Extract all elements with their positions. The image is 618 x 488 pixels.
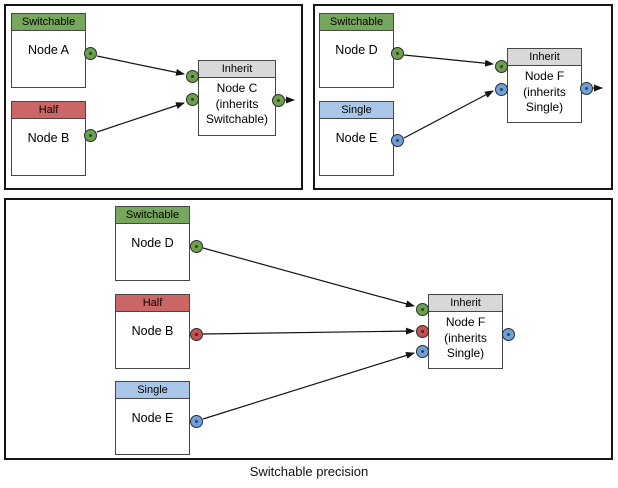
edge-node-d-to-node-f <box>403 54 494 67</box>
panel1-node-c-header: Inherit <box>199 61 275 78</box>
edge-bottom-node-d-to-node-f <box>202 247 415 308</box>
panel3-node-f-input-port-1[interactable] <box>415 302 429 316</box>
edge-node-a-to-node-c <box>96 55 185 76</box>
panel2-node-f-input-port-2[interactable] <box>494 82 508 96</box>
edge-bottom-node-b-to-node-f <box>202 327 415 335</box>
panel1-node-b-label: Node B <box>27 131 70 145</box>
panel2-node-f-header: Inherit <box>508 49 581 66</box>
panel2-node-f-input-port-1[interactable] <box>494 59 508 73</box>
port-dot <box>194 244 198 248</box>
edge-bottom-node-e-to-node-f <box>202 352 415 420</box>
panel3-node-d[interactable]: Switchable Node D <box>115 206 190 281</box>
panel2-node-d-header: Switchable <box>320 14 393 31</box>
panel1-node-a-output-port[interactable] <box>83 46 97 60</box>
panel3-node-b-output-port[interactable] <box>189 327 203 341</box>
edge-node-e-to-node-f <box>403 90 494 139</box>
panel1-node-b-output-port[interactable] <box>83 128 97 142</box>
panel2-node-e[interactable]: Single Node E <box>319 101 394 176</box>
port-dot <box>276 98 280 102</box>
port-dot <box>190 97 194 101</box>
panel3-node-f-input-port-2[interactable] <box>415 324 429 338</box>
port-dot <box>420 329 424 333</box>
panel3-node-f-output-port[interactable] <box>501 327 515 341</box>
node-type-label: Inherit <box>221 63 253 75</box>
panel2-node-f-label: Node F (inherits Single) <box>508 66 581 116</box>
panel1-node-c-input-port-2[interactable] <box>185 92 199 106</box>
panel2-node-d-label: Node D <box>335 43 378 57</box>
node-type-label: Single <box>137 384 168 396</box>
node-type-label: Half <box>142 297 163 309</box>
panel1-node-a[interactable]: Switchable Node A <box>11 13 86 88</box>
panel1-node-c[interactable]: Inherit Node C (inherits Switchable) <box>198 60 276 136</box>
node-label-line: Single) <box>525 100 564 114</box>
panel1-node-b[interactable]: Half Node B <box>11 101 86 176</box>
panel2-node-e-output-port[interactable] <box>390 133 404 147</box>
port-dot <box>499 87 503 91</box>
panel2-node-d-output-port[interactable] <box>390 46 404 60</box>
node-label-line: Single) <box>446 346 485 360</box>
node-label-line: Node F <box>524 69 565 83</box>
panel1-node-a-label: Node A <box>27 43 69 57</box>
port-dot <box>395 51 399 55</box>
port-dot <box>88 133 92 137</box>
edge-node-b-to-node-c <box>96 102 185 133</box>
node-type-label: Single <box>341 104 372 116</box>
panel3-node-e[interactable]: Single Node E <box>115 381 190 455</box>
node-label-line: Node F <box>445 315 486 329</box>
panel1-node-c-input-port-1[interactable] <box>185 69 199 83</box>
panel3-node-d-output-port[interactable] <box>189 239 203 253</box>
panel3-node-f-label: Node F (inherits Single) <box>429 312 502 362</box>
port-dot <box>190 74 194 78</box>
panel2-node-d[interactable]: Switchable Node D <box>319 13 394 88</box>
panel3-node-b-label: Node B <box>131 324 174 338</box>
node-type-label: Half <box>38 104 59 116</box>
port-dot <box>506 332 510 336</box>
panel3-node-e-output-port[interactable] <box>189 414 203 428</box>
port-dot <box>88 51 92 55</box>
port-dot <box>194 332 198 336</box>
node-label-line: (inherits <box>523 84 566 99</box>
panel1-node-b-header: Half <box>12 102 85 119</box>
node-type-label: Switchable <box>125 209 180 221</box>
node-label-line: Node C <box>216 81 258 95</box>
node-label-line: (inherits <box>215 96 259 111</box>
panel3-node-f-input-port-3[interactable] <box>415 344 429 358</box>
panel3-node-b[interactable]: Half Node B <box>115 294 190 369</box>
panel3-node-e-header: Single <box>116 382 189 399</box>
panel3-node-e-label: Node E <box>131 411 174 425</box>
panel1-node-a-header: Switchable <box>12 14 85 31</box>
node-label-line: (inherits <box>444 330 487 345</box>
port-dot <box>194 419 198 423</box>
node-type-label: Inherit <box>450 297 481 309</box>
node-type-label: Switchable <box>329 16 384 28</box>
panel3-node-d-label: Node D <box>131 236 174 250</box>
port-dot <box>420 349 424 353</box>
panel3-node-f[interactable]: Inherit Node F (inherits Single) <box>428 294 503 369</box>
port-dot <box>499 64 503 68</box>
node-type-label: Inherit <box>529 51 560 63</box>
panel1-node-c-output-port[interactable] <box>271 93 285 107</box>
node-type-label: Switchable <box>21 16 76 28</box>
panel2-node-e-label: Node E <box>335 131 378 145</box>
panel2-node-e-header: Single <box>320 102 393 119</box>
port-dot <box>584 86 588 90</box>
figure-caption: Switchable precision <box>249 464 369 479</box>
panel2-node-f-output-port[interactable] <box>579 81 593 95</box>
port-dot <box>395 138 399 142</box>
node-label-line: Switchable) <box>205 112 269 126</box>
panel3-node-f-header: Inherit <box>429 295 502 312</box>
panel1-node-c-label: Node C (inherits Switchable) <box>199 78 275 128</box>
panel3-node-b-header: Half <box>116 295 189 312</box>
panel3-node-d-header: Switchable <box>116 207 189 224</box>
port-dot <box>420 307 424 311</box>
